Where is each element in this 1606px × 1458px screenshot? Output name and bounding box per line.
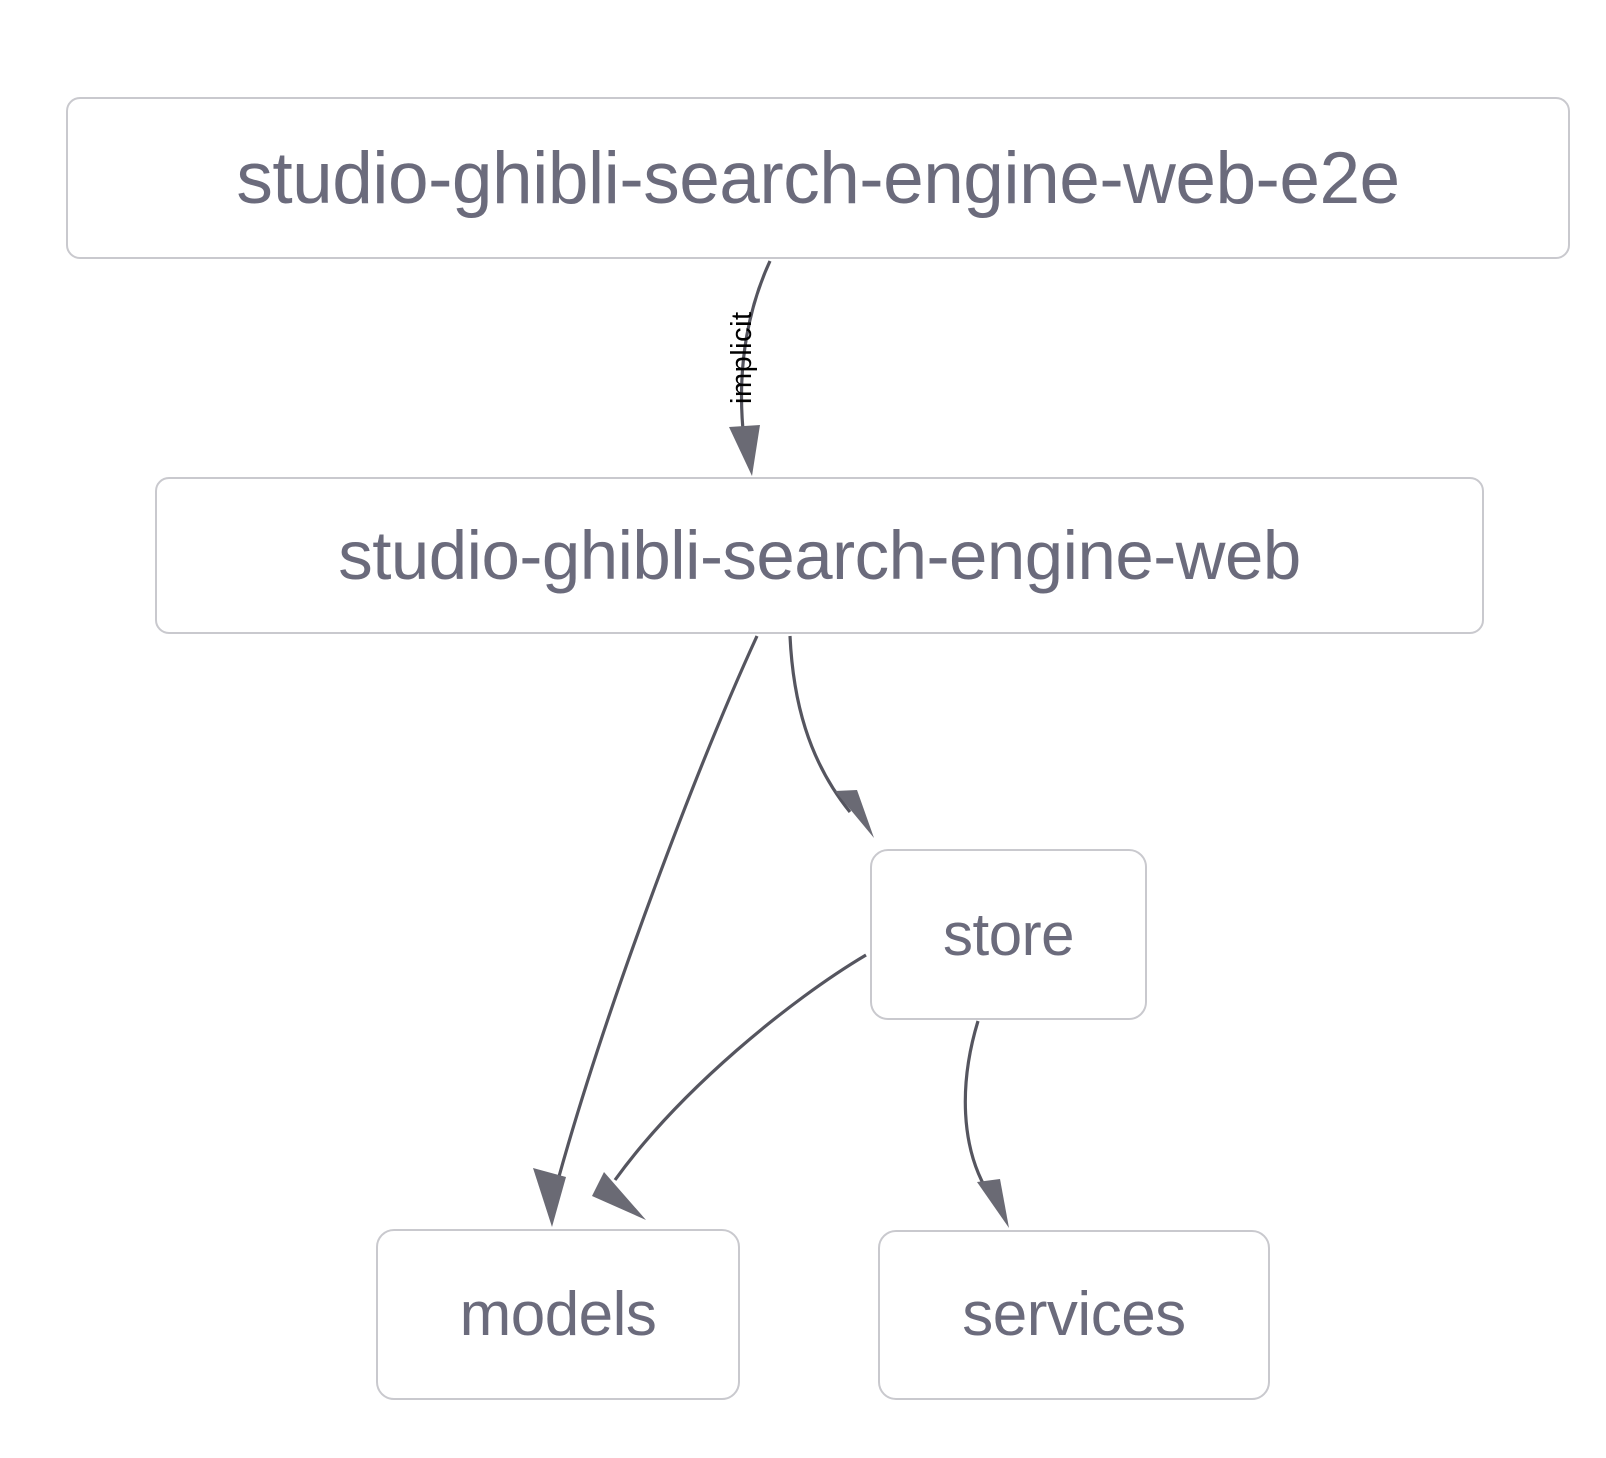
arrowhead-store-to-services — [977, 1179, 1009, 1228]
edge-label-implicit: implicit — [726, 311, 758, 404]
edge-web-to-store — [788, 635, 874, 838]
edge-path-store-to-models — [613, 953, 867, 1181]
node-label: studio-ghibli-search-engine-web-e2e — [236, 137, 1400, 219]
node-label: services — [962, 1280, 1186, 1349]
node-studio-ghibli-search-engine-web[interactable]: studio-ghibli-search-engine-web — [155, 477, 1484, 634]
node-services[interactable]: services — [878, 1230, 1270, 1400]
arrowhead-web-to-models — [533, 1168, 566, 1227]
edge-web-to-models — [533, 635, 759, 1227]
arrowhead-web-to-store — [835, 790, 874, 838]
arrowhead-e2e-to-web — [729, 425, 760, 476]
edge-path-store-to-services — [963, 1020, 995, 1201]
arrowhead-store-to-models — [592, 1172, 646, 1220]
node-models[interactable]: models — [376, 1229, 740, 1400]
edge-store-to-models — [592, 953, 867, 1220]
edge-path-web-to-models — [556, 635, 759, 1181]
node-store[interactable]: store — [870, 849, 1147, 1020]
node-label: studio-ghibli-search-engine-web — [338, 517, 1301, 594]
node-studio-ghibli-search-engine-web-e2e[interactable]: studio-ghibli-search-engine-web-e2e — [66, 97, 1570, 259]
node-label: models — [459, 1279, 657, 1349]
edge-store-to-services — [963, 1020, 1009, 1228]
edge-path-web-to-store — [788, 635, 852, 814]
node-label: store — [943, 900, 1074, 968]
